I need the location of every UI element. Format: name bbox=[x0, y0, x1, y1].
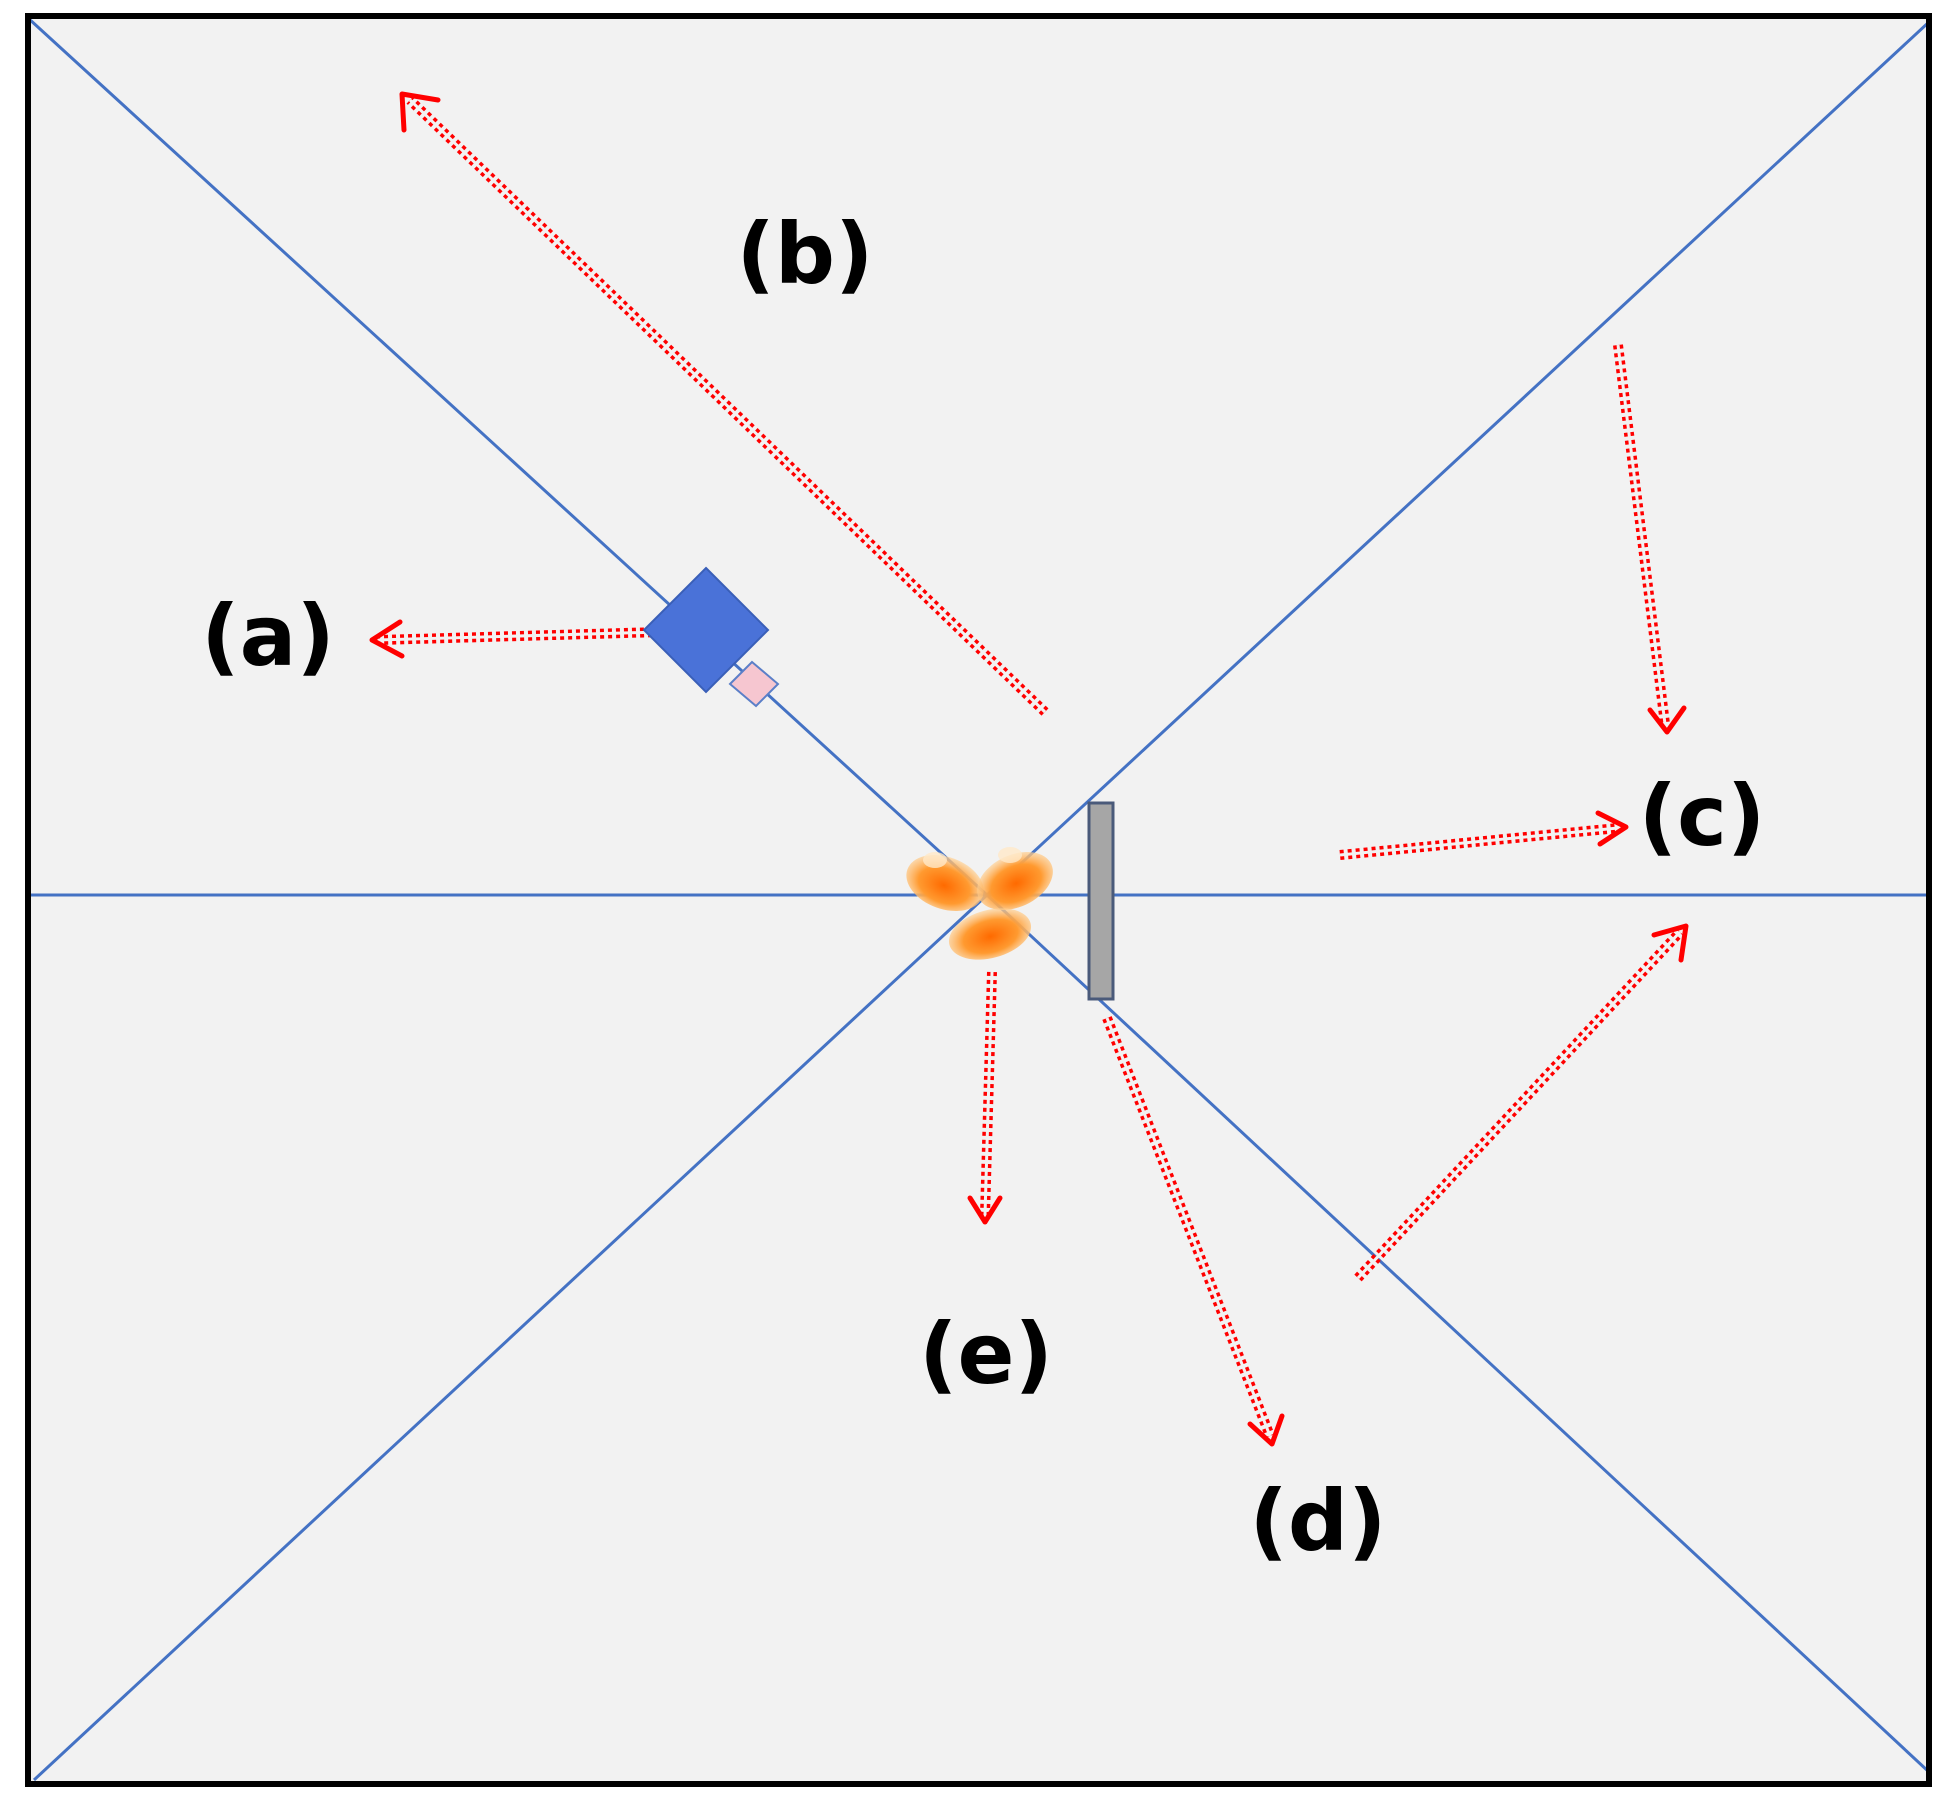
fire-icon bbox=[906, 847, 1053, 960]
arrow-e bbox=[967, 971, 1003, 1225]
arrow-c-down bbox=[1613, 344, 1687, 735]
guide-lines bbox=[26, 16, 1931, 1782]
camera-icon bbox=[642, 566, 780, 708]
arrow-c-up bbox=[1354, 923, 1689, 1282]
label-c: (c) bbox=[1639, 767, 1766, 865]
panel-icon bbox=[1087, 801, 1115, 1001]
camera-lens bbox=[728, 660, 780, 708]
arrow-a bbox=[369, 619, 661, 659]
arrow-c-right bbox=[1339, 810, 1629, 860]
arrow-b bbox=[399, 91, 1049, 716]
camera-body bbox=[642, 566, 770, 694]
label-a: (a) bbox=[201, 587, 334, 685]
diagonal-line-top-left bbox=[26, 16, 989, 897]
diagonal-line-bottom-left bbox=[32, 893, 989, 1782]
diagonal-line-bottom-right bbox=[985, 893, 1931, 1774]
arrows bbox=[369, 91, 1689, 1447]
arrow-d bbox=[1102, 1016, 1285, 1447]
label-e: (e) bbox=[919, 1305, 1053, 1403]
diagonal-line-top-right bbox=[985, 20, 1931, 897]
diagram-frame bbox=[25, 13, 1932, 1787]
label-d: (d) bbox=[1250, 1472, 1387, 1570]
label-b: (b) bbox=[737, 205, 874, 303]
